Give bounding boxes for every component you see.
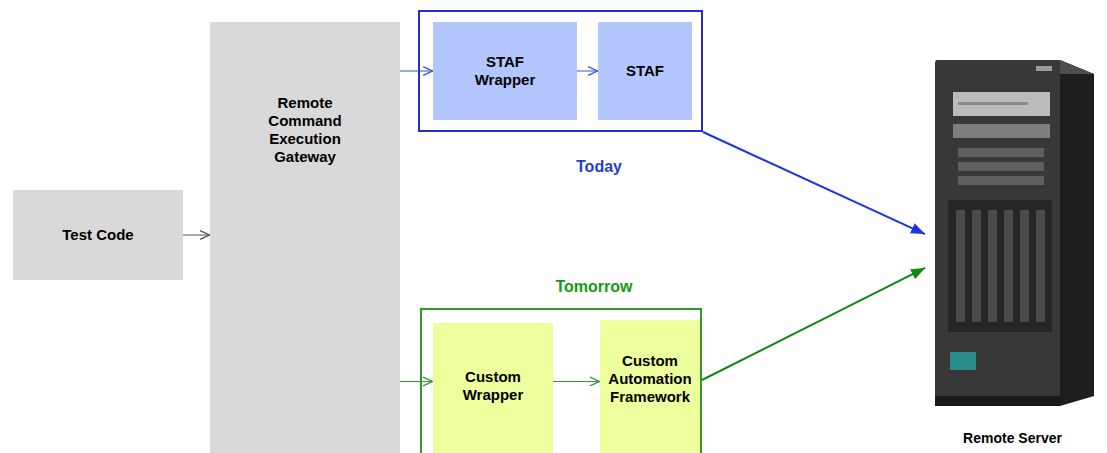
vent-slot [956,210,965,322]
process-box: Custom Wrapper [433,323,553,453]
server-front [935,60,1060,406]
drive-bay [953,124,1050,138]
server-label: Remote Server [963,430,1062,447]
connector-arrow [553,381,600,382]
connector-arrow [183,235,210,236]
vent-slot [1020,210,1029,322]
vent-slot [1036,210,1045,322]
process-box: Custom Automation Framework [600,320,700,453]
drive-bay [958,176,1044,185]
gateway-box: Remote Command Execution Gateway [210,22,400,453]
connector-arrow [400,71,433,72]
box-label: Test Code [62,226,133,244]
connector-arrow [702,268,925,380]
connector-arrow [703,132,925,234]
server-side [1060,60,1094,406]
process-box: STAF [598,22,692,120]
connector-arrow [577,71,598,72]
box-label: STAF Wrapper [465,53,545,89]
server-logo [1036,66,1052,71]
server-node: Remote Server [925,55,1100,453]
server-badge [950,352,976,370]
optical-drive [953,92,1050,116]
group-heading: Tomorrow [555,277,632,296]
drive-bay [958,148,1044,157]
box-label: Custom Wrapper [453,368,533,404]
process-box: Test Code [13,190,183,280]
drive-bay [958,162,1044,171]
group-frame: TodaySTAF WrapperSTAF [418,10,703,132]
box-label: Remote Command Execution Gateway [250,94,360,166]
box-label: STAF [626,62,664,80]
vent-slot [988,210,997,322]
connector-arrow [400,381,433,382]
server-base [935,396,1060,406]
box-label: Custom Automation Framework [604,352,696,406]
drive-slot [958,102,1028,105]
process-box: STAF Wrapper [433,22,577,120]
group-frame: TomorrowCustom WrapperCustom Automation … [420,308,702,453]
vent-slot [972,210,981,322]
group-heading: Today [576,157,622,176]
front-panel [948,200,1052,332]
vent-slot [1004,210,1013,322]
